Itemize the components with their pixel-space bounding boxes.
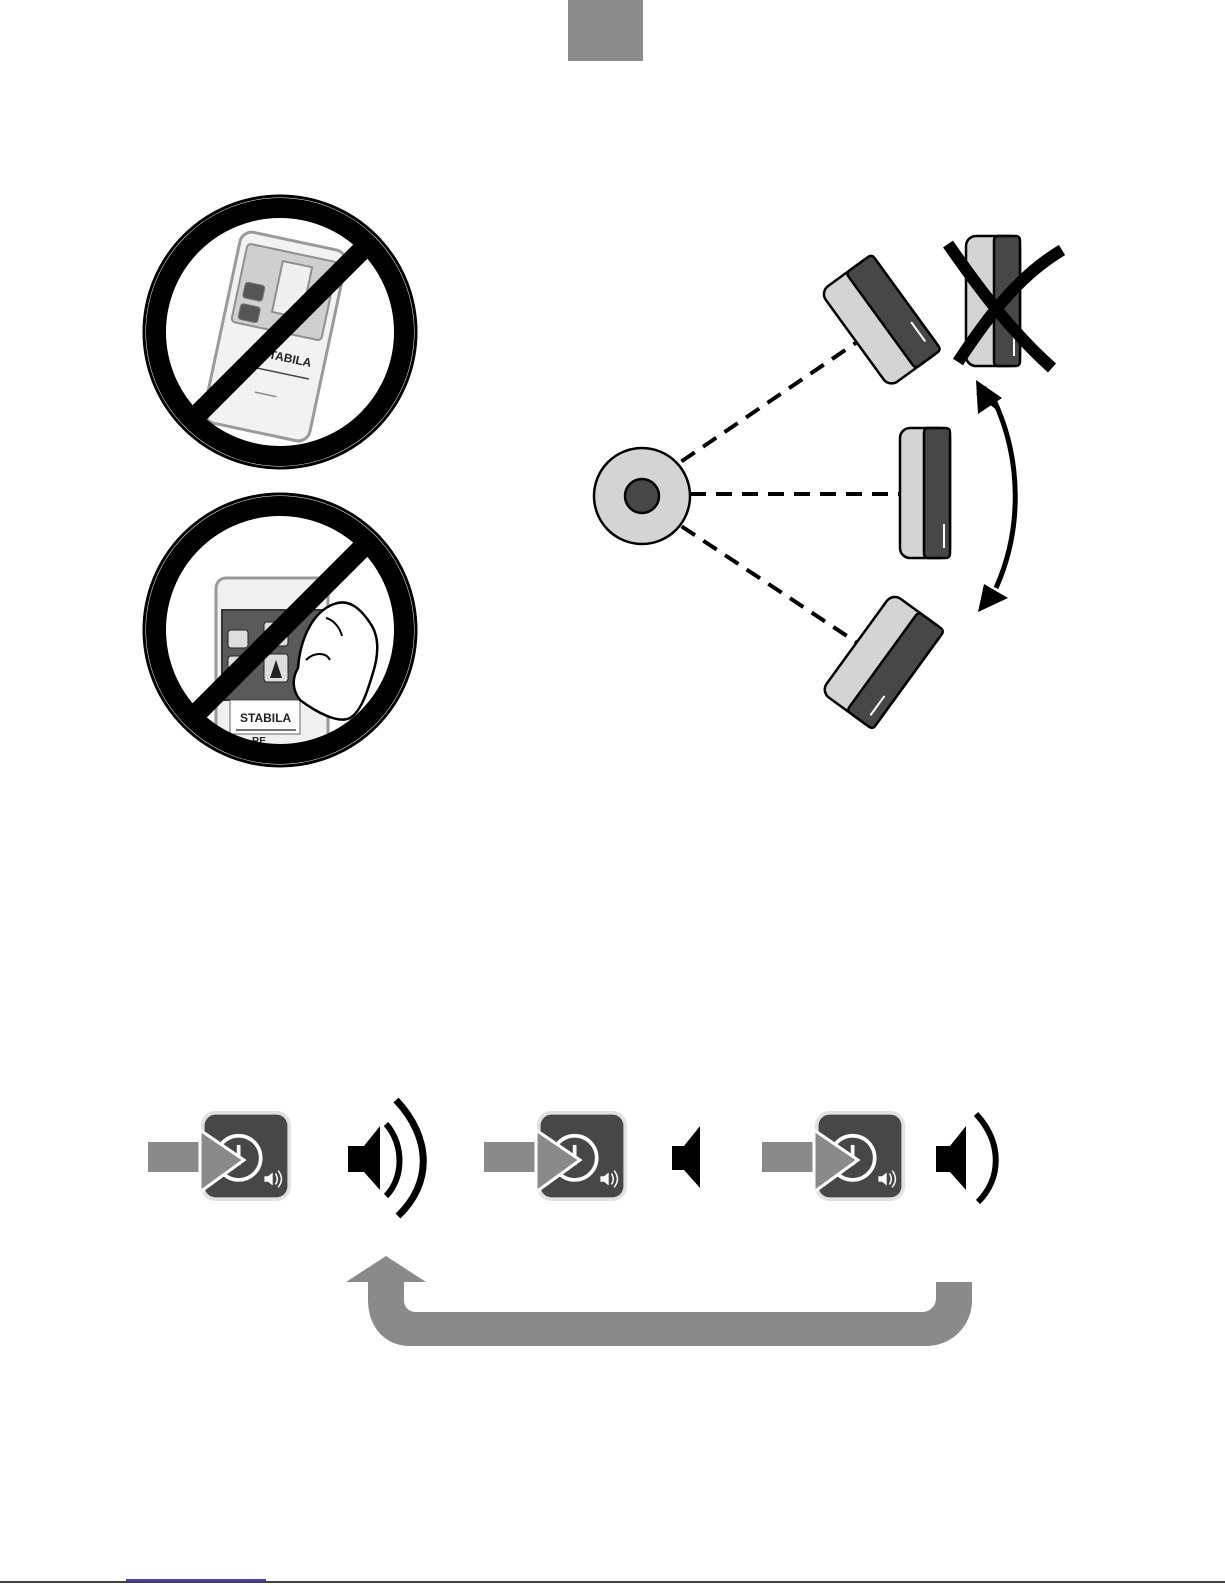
volume-step-quiet <box>762 1113 996 1202</box>
receiver-device-icon <box>821 593 944 729</box>
laser-source-icon <box>594 448 690 544</box>
receiver-device-icon <box>900 428 950 558</box>
receiver-device-icon <box>820 254 941 387</box>
prohibition-holding-top: STABILA <box>144 196 416 468</box>
prohibition-covering-sensor: STABILA RE <box>144 494 416 766</box>
angle-diagram <box>594 236 1062 729</box>
speaker-icon <box>672 1126 700 1188</box>
volume-step-mute <box>484 1113 700 1199</box>
return-arrow-icon <box>346 1256 972 1346</box>
speaker-icon <box>936 1114 996 1202</box>
volume-step-loud <box>148 1100 423 1216</box>
brand-label: STABILA <box>240 711 291 725</box>
speaker-icon <box>348 1100 423 1216</box>
header-tab <box>568 0 643 61</box>
volume-sequence <box>148 1100 996 1346</box>
double-arrow-icon <box>976 380 1015 612</box>
